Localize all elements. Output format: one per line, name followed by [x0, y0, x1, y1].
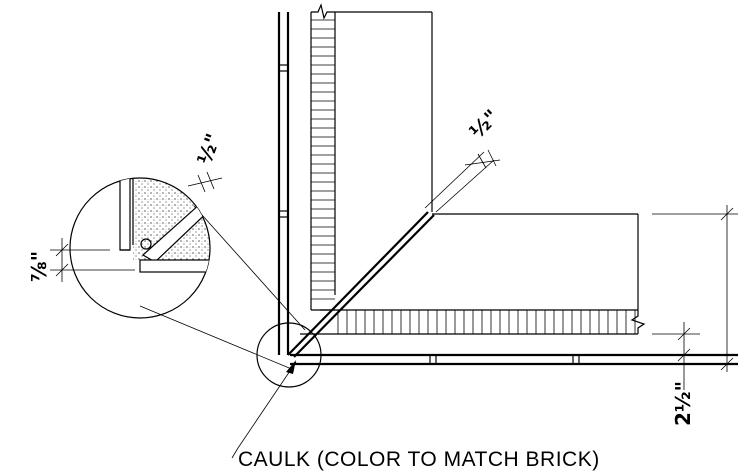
enlarged-detail-circle: ⅞" ½"	[27, 130, 225, 319]
detail-depth-dim-text: ⅞"	[27, 251, 51, 282]
corner-joint-dimension: ½"	[424, 105, 504, 213]
vertical-wall	[277, 3, 433, 355]
return-offset-dim-text: 2½"	[671, 381, 695, 426]
caulk-bead-detail	[140, 238, 152, 250]
detail-joint-dim-text: ½"	[192, 130, 225, 167]
horizontal-wall	[290, 213, 738, 366]
hatch-horizontal	[337, 310, 636, 334]
hatch-vertical	[311, 19, 335, 300]
right-dimension	[652, 205, 738, 372]
veneer-joints-vertical	[279, 64, 288, 218]
caulk-note-text: CAULK (COLOR TO MATCH BRICK)	[238, 448, 600, 471]
corner-joint-dim-text: ½"	[465, 105, 504, 144]
detail-callout	[139, 205, 322, 388]
veneer-joints-horizontal	[429, 355, 580, 364]
mitered-corner	[287, 211, 435, 358]
caulk-leader: CAULK (COLOR TO MATCH BRICK)	[231, 360, 600, 471]
bottom-offset-dimension: 2½"	[652, 322, 700, 426]
